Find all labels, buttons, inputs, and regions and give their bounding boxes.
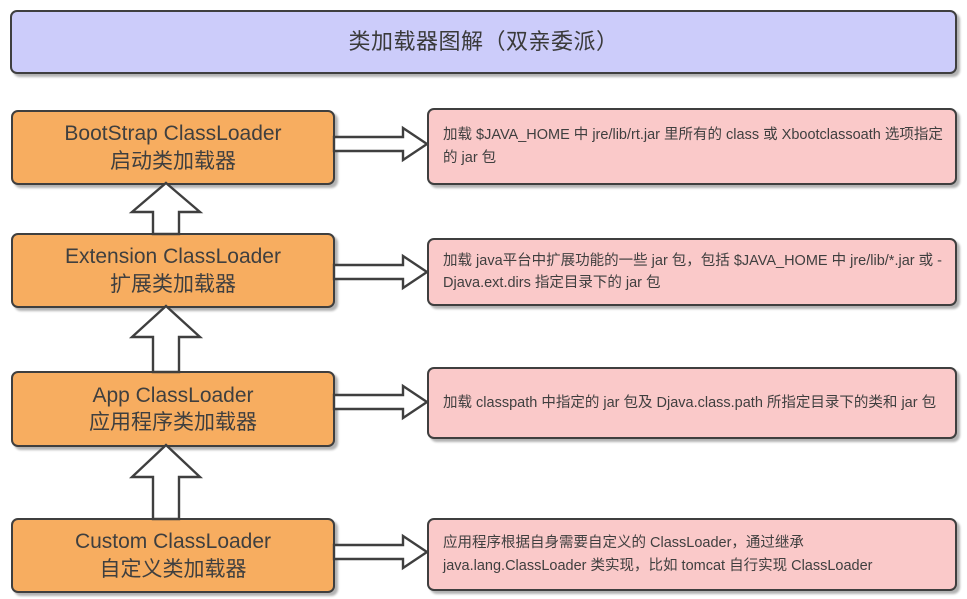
loader-name-en: Extension ClassLoader xyxy=(65,245,281,269)
up-block-arrow-icon xyxy=(128,304,204,374)
loader-box-custom[interactable]: Custom ClassLoader 自定义类加载器 xyxy=(11,518,335,593)
description-box-app: 加载 classpath 中指定的 jar 包及 Djava.class.pat… xyxy=(427,367,957,439)
loader-name-en: App ClassLoader xyxy=(92,383,254,407)
loader-name-en: Custom ClassLoader xyxy=(74,530,272,554)
description-box-bootstrap: 加载 $JAVA_HOME 中 jre/lib/rt.jar 里所有的 clas… xyxy=(427,108,957,185)
loader-name-zh: 应用程序类加载器 xyxy=(89,411,257,434)
diagram-title: 类加载器图解（双亲委派） xyxy=(10,10,957,74)
right-block-arrow-icon xyxy=(332,125,430,163)
loader-box-app[interactable]: App ClassLoader 应用程序类加载器 xyxy=(11,371,335,447)
up-block-arrow-icon xyxy=(128,181,204,236)
loader-name-en: BootStrap ClassLoader xyxy=(64,122,282,146)
loader-box-extension[interactable]: Extension ClassLoader 扩展类加载器 xyxy=(11,233,335,308)
right-block-arrow-icon xyxy=(332,383,430,421)
description-box-custom: 应用程序根据自身需要自定义的 ClassLoader，通过继承 java.lan… xyxy=(427,518,957,591)
loader-name-zh: 自定义类加载器 xyxy=(99,557,247,581)
description-box-extension: 加载 java平台中扩展功能的一些 jar 包，包括 $JAVA_HOME 中 … xyxy=(427,238,957,306)
loader-name-zh: 启动类加载器 xyxy=(110,149,236,173)
loader-name-zh: 扩展类加载器 xyxy=(110,272,236,296)
right-block-arrow-icon xyxy=(332,253,430,291)
right-block-arrow-icon xyxy=(332,533,430,571)
loader-box-bootstrap[interactable]: BootStrap ClassLoader 启动类加载器 xyxy=(11,110,335,185)
up-block-arrow-icon xyxy=(128,443,204,521)
